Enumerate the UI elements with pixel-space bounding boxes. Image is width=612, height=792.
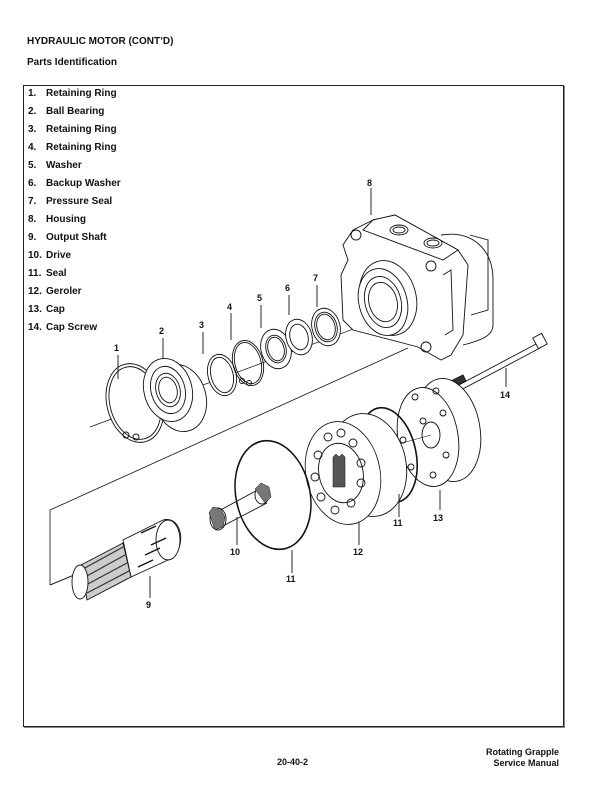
- parts-list-item: 6. Backup Washer: [28, 178, 121, 196]
- callout-8: 8: [367, 178, 372, 188]
- parts-list-item: 11. Seal: [28, 268, 121, 286]
- parts-list-item: 5. Washer: [28, 160, 121, 178]
- callout-14: 14: [500, 390, 510, 400]
- callout-10: 10: [230, 547, 240, 557]
- ball-bearing: [142, 358, 208, 432]
- parts-list-item: 7. Pressure Seal: [28, 196, 121, 214]
- parts-list-item: 14. Cap Screw: [28, 322, 121, 340]
- geroler: [304, 413, 408, 525]
- parts-list-item: 13. Cap: [28, 304, 121, 322]
- callout-2: 2: [159, 326, 164, 336]
- part-name: Housing: [46, 214, 86, 225]
- seal-left: [234, 439, 312, 551]
- callout-11-left: 11: [286, 574, 296, 584]
- part-number: 7.: [28, 196, 37, 207]
- callout-4: 4: [227, 302, 232, 312]
- part-name: Cap: [46, 304, 65, 315]
- part-number: 5.: [28, 160, 37, 171]
- callout-7: 7: [313, 273, 318, 283]
- part-name: Drive: [46, 250, 72, 261]
- part-number: 9.: [28, 232, 37, 243]
- part-name: Pressure Seal: [46, 196, 113, 207]
- manual-title-line1: Rotating Grapple: [485, 747, 559, 757]
- part-number: 2.: [28, 106, 37, 117]
- part-name: Output Shaft: [46, 232, 107, 243]
- parts-list-item: 2. Ball Bearing: [28, 106, 121, 124]
- part-number: 8.: [28, 214, 37, 225]
- part-number: 12.: [28, 286, 42, 297]
- part-name: Geroler: [46, 286, 82, 297]
- parts-list-item: 1. Retaining Ring: [28, 88, 121, 106]
- parts-list-item: 12. Geroler: [28, 286, 121, 304]
- page-number: 20-40-2: [277, 757, 309, 767]
- section-subtitle: Parts Identification: [27, 57, 118, 68]
- callout-6: 6: [285, 283, 290, 293]
- parts-list-item: 3. Retaining Ring: [28, 124, 121, 142]
- backup-washer: [285, 318, 313, 356]
- callout-12: 12: [353, 547, 363, 557]
- part-number: 6.: [28, 178, 37, 189]
- part-name: Retaining Ring: [46, 88, 117, 99]
- parts-list-item: 10. Drive: [28, 250, 121, 268]
- part-number: 4.: [28, 142, 37, 153]
- housing: [340, 214, 494, 361]
- part-number: 14.: [28, 322, 42, 333]
- parts-list-item: 8. Housing: [28, 214, 121, 232]
- part-number: 1.: [28, 88, 37, 99]
- part-name: Retaining Ring: [46, 142, 117, 153]
- exploded-view-diagram: 1 2 3 4 5 6 7 8 9 10 11 12 11 13 14: [49, 178, 548, 610]
- parts-list: 1. Retaining Ring 2. Ball Bearing 3. Retain…: [28, 88, 121, 340]
- part-number: 13.: [28, 304, 42, 315]
- manual-title: Rotating Grapple Service Manual: [486, 747, 559, 769]
- callout-9: 9: [146, 600, 151, 610]
- callout-5: 5: [257, 293, 262, 303]
- retaining-ring-3: [206, 353, 238, 397]
- callout-13: 13: [433, 513, 443, 523]
- figure-frame: [23, 85, 564, 727]
- parts-list-item: 9. Output Shaft: [28, 232, 121, 250]
- callout-3: 3: [199, 320, 204, 330]
- part-number: 10.: [28, 250, 42, 261]
- section-title: HYDRAULIC MOTOR (CONT’D): [27, 36, 174, 47]
- callout-1: 1: [114, 343, 119, 353]
- cap: [387, 378, 482, 487]
- part-number: 11.: [28, 268, 42, 279]
- part-name: Cap Screw: [46, 322, 98, 333]
- retaining-ring-4: [231, 339, 265, 387]
- part-name: Seal: [46, 268, 67, 279]
- part-name: Washer: [46, 160, 82, 171]
- leader-lines: [117, 188, 507, 598]
- part-name: Backup Washer: [46, 178, 121, 189]
- washer: [260, 328, 292, 370]
- part-name: Ball Bearing: [46, 106, 105, 117]
- output-shaft: [71, 519, 182, 601]
- part-number: 3.: [28, 124, 37, 135]
- drive: [208, 482, 272, 531]
- manual-title-line2: Service Manual: [493, 758, 559, 768]
- pressure-seal: [311, 307, 341, 347]
- part-name: Retaining Ring: [46, 124, 117, 135]
- parts-list-item: 4. Retaining Ring: [28, 142, 121, 160]
- callout-11-right: 11: [393, 518, 403, 528]
